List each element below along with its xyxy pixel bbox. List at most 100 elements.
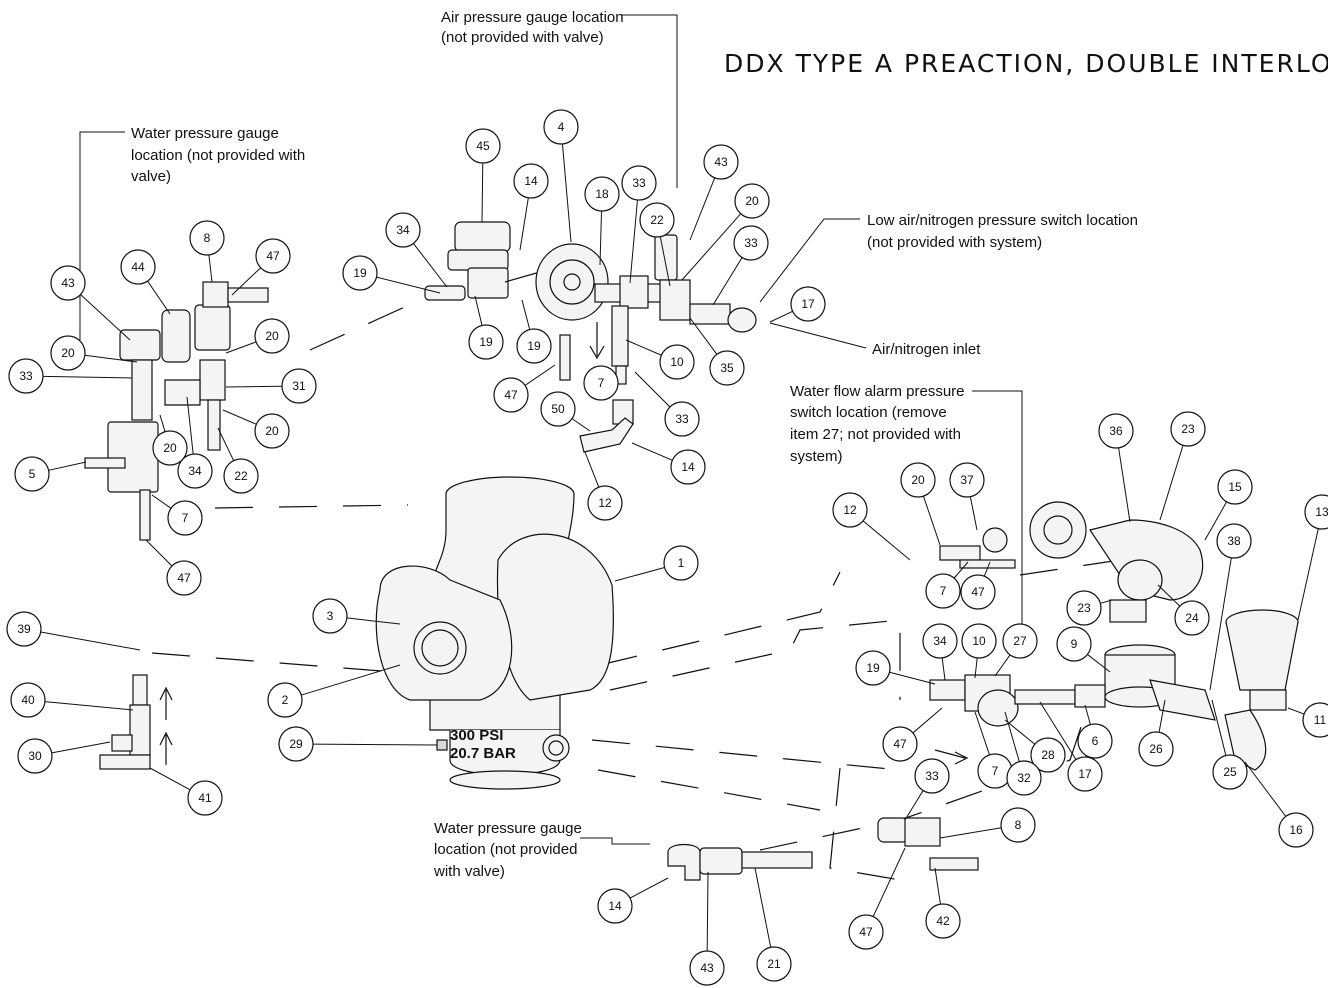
callout-circle bbox=[1278, 812, 1314, 848]
callout-circle bbox=[670, 449, 706, 485]
callout-number: 33 bbox=[19, 369, 33, 383]
callout-leader bbox=[969, 496, 978, 531]
callout-9: 9 bbox=[1056, 626, 1111, 673]
callout-circle bbox=[925, 573, 961, 609]
callout-circle bbox=[189, 220, 225, 256]
callout-circle bbox=[832, 492, 868, 528]
callout-number: 19 bbox=[527, 339, 541, 353]
callout-leader bbox=[941, 657, 946, 681]
callout-7: 7 bbox=[974, 711, 1013, 789]
callout-33: 33 bbox=[634, 371, 700, 437]
callout-14: 14 bbox=[597, 877, 669, 924]
callout-number: 43 bbox=[714, 155, 728, 169]
callout-leader bbox=[584, 451, 600, 488]
callout-number: 30 bbox=[28, 749, 42, 763]
callout-circle bbox=[1030, 737, 1066, 773]
callout-number: 47 bbox=[266, 249, 280, 263]
callout-14: 14 bbox=[513, 163, 549, 251]
callout-19: 19 bbox=[342, 255, 441, 294]
callout-number: 27 bbox=[1013, 634, 1027, 648]
callout-circle bbox=[254, 318, 290, 354]
callout-leader bbox=[889, 671, 936, 685]
valve-rating-bar: 20.7 BAR bbox=[450, 745, 516, 762]
callout-circle bbox=[120, 249, 156, 285]
callout-number: 40 bbox=[21, 693, 35, 707]
callout-number: 37 bbox=[960, 473, 974, 487]
callout-leader bbox=[681, 213, 742, 281]
callout-43: 43 bbox=[50, 265, 131, 341]
callout-leader bbox=[872, 847, 906, 917]
callout-number: 23 bbox=[1181, 422, 1195, 436]
callout-circle bbox=[621, 165, 657, 201]
callout-number: 19 bbox=[479, 335, 493, 349]
callout-leader bbox=[571, 418, 591, 432]
callout-circle bbox=[1067, 756, 1103, 792]
callout-circle bbox=[734, 183, 770, 219]
callout-circle bbox=[50, 335, 86, 371]
ddx-valve-body: 300 PSI 20.7 BAR bbox=[375, 476, 614, 790]
callout-leader bbox=[953, 561, 969, 579]
note-water-gauge-bottom-line1: Water pressure gauge bbox=[434, 820, 582, 837]
note-low-air-line1: Low air/nitrogen pressure switch locatio… bbox=[867, 212, 1138, 229]
callout-circle bbox=[882, 726, 918, 762]
callout-circle bbox=[756, 946, 792, 982]
callout-19: 19 bbox=[855, 650, 936, 686]
callout-circle bbox=[342, 255, 378, 291]
callout-number: 6 bbox=[1092, 734, 1099, 748]
callout-number: 9 bbox=[1071, 637, 1078, 651]
callout-42: 42 bbox=[925, 867, 961, 939]
callout-number: 34 bbox=[933, 634, 947, 648]
callout-number: 15 bbox=[1228, 480, 1242, 494]
callout-36: 36 bbox=[1098, 413, 1134, 523]
callout-circle bbox=[709, 350, 745, 386]
callout-30: 30 bbox=[17, 738, 111, 774]
callout-number: 47 bbox=[893, 737, 907, 751]
callout-number: 13 bbox=[1315, 505, 1328, 519]
callout-leader bbox=[519, 197, 529, 251]
callout-leader bbox=[222, 409, 257, 425]
callout-leader bbox=[1087, 654, 1111, 673]
callout-circle bbox=[855, 650, 891, 686]
callout-7: 7 bbox=[583, 365, 619, 401]
callout-leader bbox=[231, 267, 262, 296]
callout-leader bbox=[1039, 701, 1077, 760]
callout-leader bbox=[1159, 445, 1184, 521]
callout-leader bbox=[217, 427, 235, 461]
gauge-valve-assembly bbox=[667, 817, 979, 881]
callout-leader bbox=[80, 294, 131, 341]
callout-leader bbox=[689, 177, 716, 241]
callout-12: 12 bbox=[832, 492, 911, 561]
callout-leader bbox=[561, 143, 572, 243]
callout-circle bbox=[961, 623, 997, 659]
callout-circle bbox=[166, 560, 202, 596]
air-gauge-leader bbox=[622, 14, 678, 188]
callout-number: 22 bbox=[234, 469, 248, 483]
callout-leader bbox=[42, 375, 133, 379]
callout-20: 20 bbox=[222, 409, 290, 449]
callout-number: 3 bbox=[327, 609, 334, 623]
callout-number: 34 bbox=[396, 223, 410, 237]
callout-leader bbox=[1004, 711, 1020, 762]
callout-leader bbox=[712, 257, 743, 306]
callout-number: 4 bbox=[558, 120, 565, 134]
callout-leader bbox=[376, 276, 441, 294]
callout-43: 43 bbox=[689, 871, 725, 986]
note-water-flow-line1: Water flow alarm pressure bbox=[790, 383, 965, 400]
callout-leader bbox=[145, 539, 173, 567]
callout-leader bbox=[346, 617, 401, 625]
callout-leader bbox=[631, 442, 673, 461]
callout-leader bbox=[149, 767, 191, 791]
callout-11: 11 bbox=[1287, 702, 1328, 738]
callout-leader bbox=[147, 280, 171, 315]
callout-number: 29 bbox=[289, 737, 303, 751]
callout-number: 7 bbox=[598, 376, 605, 390]
callout-circle bbox=[8, 358, 44, 394]
callout-leader bbox=[474, 295, 483, 326]
callout-circle bbox=[468, 324, 504, 360]
callout-47: 47 bbox=[231, 238, 291, 296]
callout-leader bbox=[1204, 501, 1228, 541]
callout-number: 33 bbox=[675, 412, 689, 426]
callout-number: 7 bbox=[940, 584, 947, 598]
callout-circle bbox=[493, 377, 529, 413]
